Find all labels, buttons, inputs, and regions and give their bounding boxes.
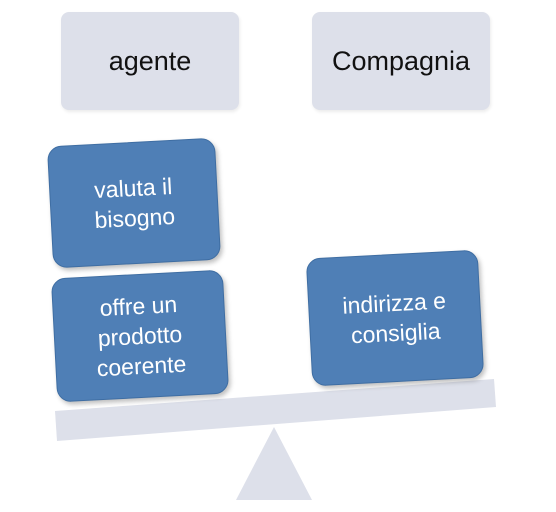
card-indirizza-text: indirizza e consiglia [342,285,449,350]
scale-fulcrum [236,427,312,500]
card-offre-prodotto: offre un prodotto coerente [50,269,230,403]
card-offre-text: offre un prodotto coerente [93,289,187,384]
header-compagnia-label: Compagnia [331,45,471,76]
scale-beam [55,379,496,441]
header-agente: agente [61,12,239,110]
card-indirizza-line-2: consiglia [350,317,442,349]
card-valuta-bisogno: valuta il bisogno [46,137,222,269]
card-valuta-line-2: bisogno [93,202,176,234]
card-valuta-text: valuta il bisogno [92,171,176,235]
card-offre-line-3: coerente [96,350,187,382]
card-valuta-line-1: valuta il [93,172,173,204]
card-indirizza-consiglia: indirizza e consiglia [305,249,485,387]
header-agente-label: agente [108,45,192,76]
card-offre-line-2: prodotto [97,320,183,352]
header-compagnia: Compagnia [312,12,490,110]
card-offre-line-1: offre un [98,291,178,322]
